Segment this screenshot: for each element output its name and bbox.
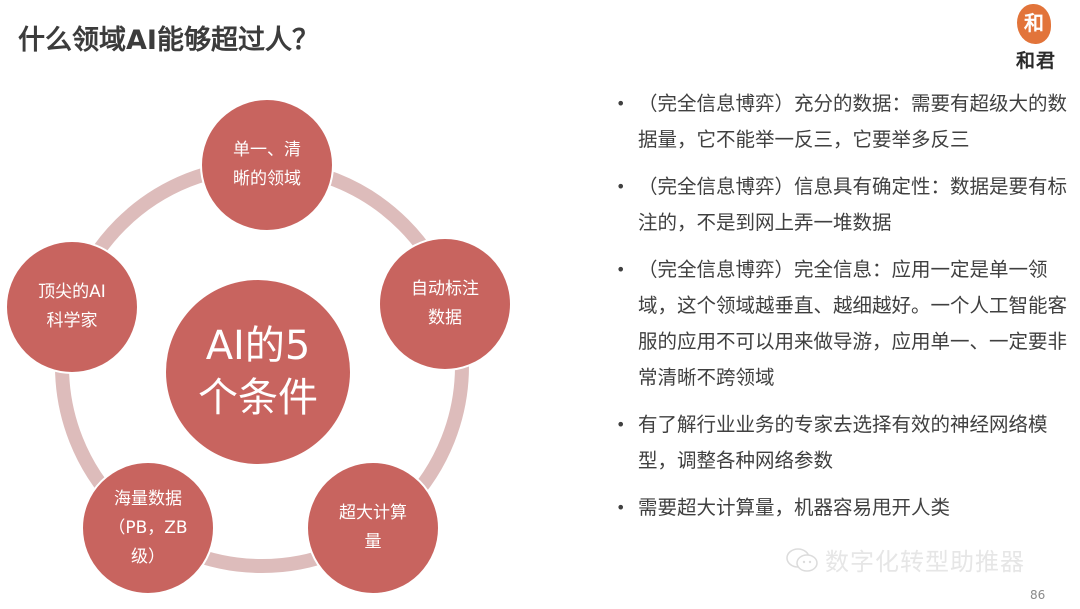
node-label-line: 顶尖的AI	[38, 282, 106, 302]
bullet-dot-icon: •	[616, 415, 626, 434]
node-label-line: 超大计算	[339, 503, 407, 523]
node-label-line: 数据	[428, 308, 462, 328]
bullet-text: 有了解行业业务的专家去选择有效的神经网络模型，调整各种网络参数	[638, 413, 1048, 472]
node-label-line: 量	[364, 532, 382, 552]
slide-title: 什么领域AI能够超过人？	[18, 25, 319, 56]
conditions-diagram	[5, 98, 512, 595]
bullet-item: • （完全信息博弈）信息具有确定性：数据是要有标注的，不是到网上弄一堆数据	[612, 169, 1072, 241]
node-label-line: 晰的领域	[233, 169, 301, 189]
node-massive-compute: 超大计算 量	[307, 462, 439, 594]
bullet-dot-icon: •	[616, 94, 626, 113]
node-label-line: 海量数据	[113, 488, 182, 509]
bullet-text: 需要超大计算量，机器容易甩开人类	[638, 496, 951, 519]
watermark: 数字化转型助推器	[785, 542, 1025, 577]
node-label-line: 级）	[130, 546, 165, 567]
node-label-line: 科学家	[46, 311, 98, 331]
bullet-dot-icon: •	[616, 177, 626, 196]
center-label-line1: AI的5	[205, 323, 311, 369]
company-logo: 和 和君	[995, 2, 1075, 72]
page-number: 86	[1030, 588, 1046, 602]
node-label-line: 自动标注	[411, 279, 479, 299]
bullet-text: （完全信息博弈）充分的数据：需要有超级大的数据量，它不能举一反三，它要举多反三	[638, 92, 1068, 151]
center-circle	[166, 280, 350, 464]
node-single-domain: 单一、清 晰的领域	[201, 99, 333, 231]
bullet-dot-icon: •	[616, 498, 626, 517]
node-top-ai-scientists: 顶尖的AI 科学家	[6, 241, 138, 373]
node-label-line: 单一、清	[233, 140, 301, 160]
bullet-text: （完全信息博弈）信息具有确定性：数据是要有标注的，不是到网上弄一堆数据	[638, 175, 1068, 234]
bullet-item: • 有了解行业业务的专家去选择有效的神经网络模型，调整各种网络参数	[612, 407, 1072, 479]
node-massive-data: 海量数据 （PB，ZB 级）	[82, 462, 214, 594]
node-circle-top	[200, 98, 334, 232]
center-label-line2: 个条件	[198, 375, 318, 421]
node-circle-left	[5, 240, 139, 374]
bullet-text: （完全信息博弈）完全信息：应用一定是单一领域，这个领域越垂直、越细越好。一个人工…	[638, 258, 1068, 389]
wechat-icon	[786, 547, 818, 572]
bullet-list: • （完全信息博弈）充分的数据：需要有超级大的数据量，它不能举一反三，它要举多反…	[612, 86, 1072, 537]
bullet-item: • 需要超大计算量，机器容易甩开人类	[612, 490, 1072, 526]
logo-seal-icon: 和	[1017, 4, 1051, 44]
bullet-item: • （完全信息博弈）充分的数据：需要有超级大的数据量，它不能举一反三，它要举多反…	[612, 86, 1072, 158]
node-auto-labeled-data: 自动标注 数据	[379, 238, 511, 370]
watermark-text: 数字化转型助推器	[825, 548, 1025, 576]
bullet-item: • （完全信息博弈）完全信息：应用一定是单一领域，这个领域越垂直、越细越好。一个…	[612, 252, 1072, 396]
logo-brand-text: 和君	[1015, 50, 1056, 72]
bullet-dot-icon: •	[616, 260, 626, 279]
node-circle-right	[378, 237, 512, 371]
node-circle-bottom-right	[306, 461, 440, 595]
node-label-line: （PB，ZB	[108, 517, 188, 538]
center-label: AI的5 个条件	[166, 280, 350, 464]
node-circle-bottom-left	[81, 461, 215, 595]
